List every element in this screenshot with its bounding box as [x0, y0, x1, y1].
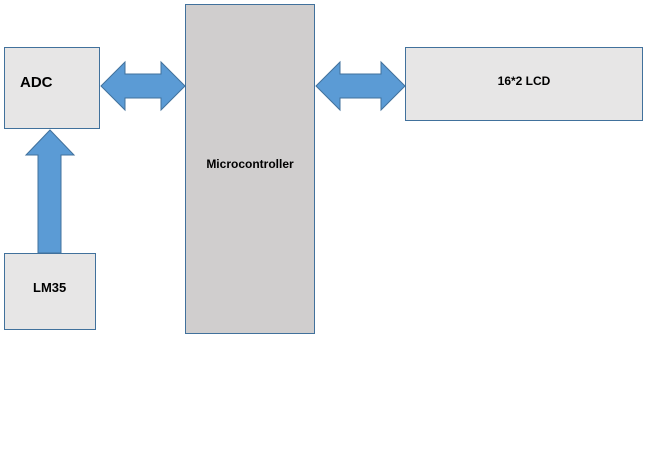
- lm35-label: LM35: [33, 280, 67, 295]
- lm35-to-adc-arrow: [24, 129, 76, 254]
- microcontroller-block: Microcontroller: [185, 4, 315, 334]
- mcu-lcd-double-arrow: [315, 60, 406, 112]
- adc-label: ADC: [20, 74, 53, 91]
- lm35-block: LM35: [4, 253, 96, 330]
- microcontroller-label: Microcontroller: [206, 157, 294, 171]
- lcd-block: 16*2 LCD: [405, 47, 643, 121]
- adc-block: ADC: [4, 47, 100, 129]
- adc-mcu-double-arrow: [100, 60, 186, 112]
- lcd-label: 16*2 LCD: [497, 74, 551, 88]
